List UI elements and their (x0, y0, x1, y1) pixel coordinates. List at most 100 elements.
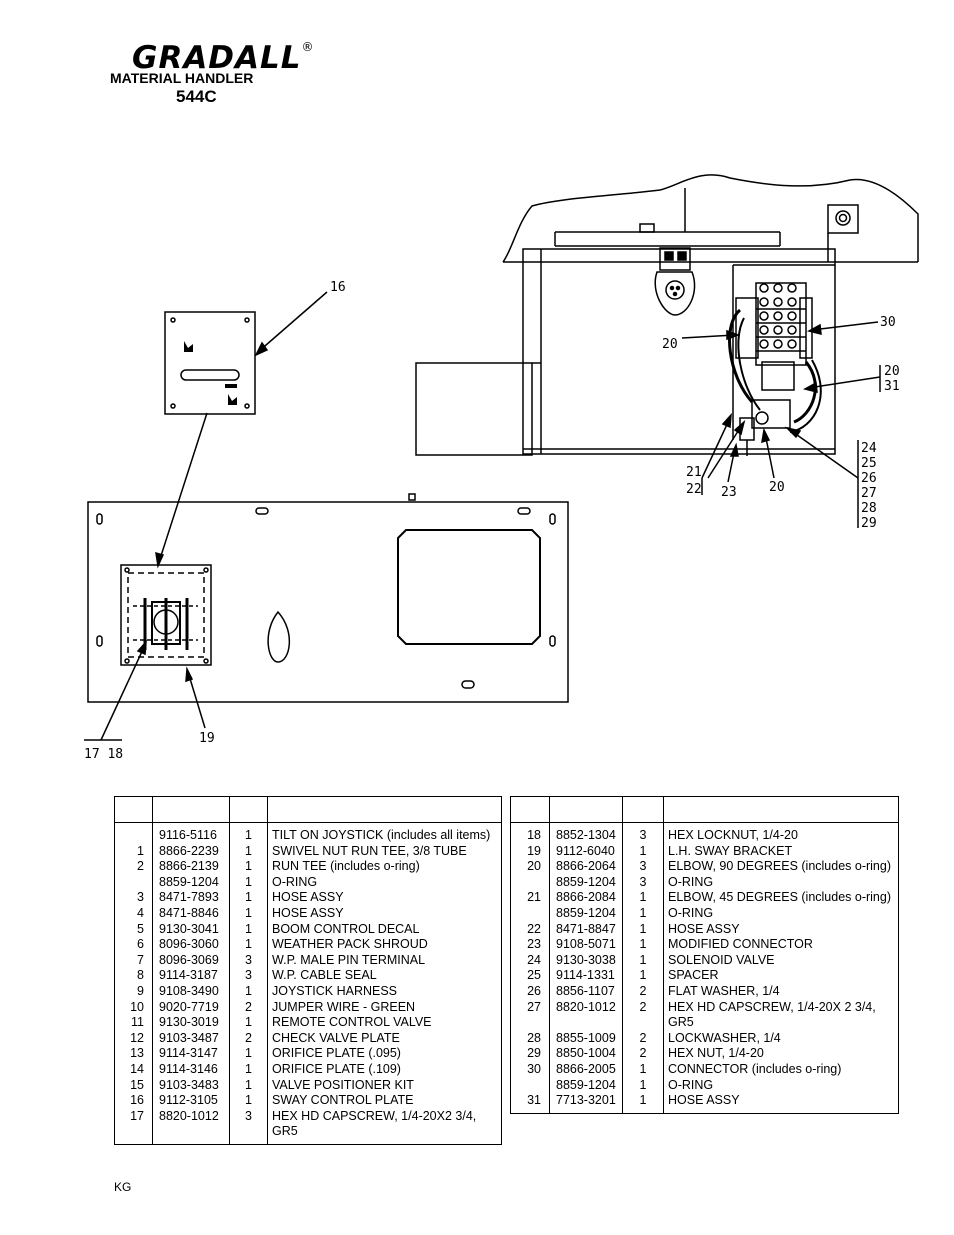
description: JUMPER WIRE - GREEN (267, 999, 502, 1016)
footer-code: KG (114, 1180, 132, 1194)
part-number: 9114-1331 (549, 968, 623, 984)
quantity: 2 (622, 999, 664, 1031)
callout-30: 30 (880, 315, 896, 330)
item-number: 15 (114, 1077, 153, 1094)
description: O-RING (663, 905, 899, 922)
sway-control-plate-drawing (164, 311, 256, 415)
control-panel-drawing (87, 493, 569, 703)
description: FLAT WASHER, 1/4 (663, 983, 899, 1000)
quantity: 1 (622, 968, 664, 984)
part-number: 8866-2064 (549, 859, 623, 875)
item-number: 14 (114, 1061, 153, 1078)
item-number: 28 (510, 1030, 550, 1047)
quantity: 1 (229, 905, 268, 922)
item-number: 11 (114, 1015, 153, 1031)
item-number: 12 (114, 1030, 153, 1047)
quantity: 1 (622, 890, 664, 906)
item-number (114, 822, 153, 844)
callout-29: 29 (861, 516, 877, 531)
description: SOLENOID VALVE (663, 952, 899, 969)
description: HEX HD CAPSCREW, 1/4-20X2 3/4, GR5 (267, 1108, 502, 1145)
part-number: 8820-1012 (549, 999, 623, 1031)
quantity: 1 (622, 921, 664, 938)
callout-labels: 16 30 20 20 31 24 25 26 27 28 29 21 22 2… (84, 280, 900, 762)
leader-lines (84, 291, 881, 741)
part-number: 9112-3105 (152, 1093, 230, 1109)
part-number: 8820-1012 (152, 1108, 230, 1145)
part-number: 8866-2139 (152, 859, 230, 875)
description: O-RING (663, 1077, 899, 1094)
part-number: 8471-8846 (152, 905, 230, 922)
quantity: 1 (622, 952, 664, 969)
quantity: 1 (229, 843, 268, 860)
part-number: 8859-1204 (152, 874, 230, 891)
description: HEX HD CAPSCREW, 1/4-20X 2 3/4, GR5 (663, 999, 899, 1031)
quantity: 1 (229, 1061, 268, 1078)
item-number: 22 (510, 921, 550, 938)
part-number: 9103-3483 (152, 1077, 230, 1094)
description: ORIFICE PLATE (.095) (267, 1046, 502, 1062)
callout-31: 31 (884, 379, 900, 394)
quantity: 1 (622, 1061, 664, 1078)
quantity: 1 (229, 1077, 268, 1094)
part-number: 8850-1004 (549, 1046, 623, 1062)
item-number: 29 (510, 1046, 550, 1062)
quantity: 3 (229, 968, 268, 984)
product-line: MATERIAL HANDLER (110, 70, 254, 86)
part-number: 9103-3487 (152, 1030, 230, 1047)
item-number: 25 (510, 968, 550, 984)
description: TILT ON JOYSTICK (includes all items) (267, 822, 502, 844)
description: WEATHER PACK SHROUD (267, 937, 502, 953)
description: HOSE ASSY (663, 1093, 899, 1114)
part-number: 8471-8847 (549, 921, 623, 938)
part-number: 9108-5071 (549, 937, 623, 953)
description: LOCKWASHER, 1/4 (663, 1030, 899, 1047)
description: BOOM CONTROL DECAL (267, 921, 502, 938)
item-number: 31 (510, 1093, 550, 1114)
description: HOSE ASSY (267, 905, 502, 922)
callout-26: 26 (861, 471, 877, 486)
item-number (510, 905, 550, 922)
quantity: 3 (622, 859, 664, 875)
item-number: 16 (114, 1093, 153, 1109)
callout-27: 27 (861, 486, 877, 501)
part-number: 9130-3019 (152, 1015, 230, 1031)
item-number: 19 (510, 843, 550, 860)
quantity: 1 (229, 921, 268, 938)
description: CONNECTOR (includes o-ring) (663, 1061, 899, 1078)
description: CHECK VALVE PLATE (267, 1030, 502, 1047)
item-number: 10 (114, 999, 153, 1016)
part-number: 8855-1009 (549, 1030, 623, 1047)
item-number (510, 874, 550, 891)
item-number: 2 (114, 859, 153, 875)
part-number: 9130-3041 (152, 921, 230, 938)
item-number: 20 (510, 859, 550, 875)
part-number: 9116-5116 (152, 822, 230, 844)
part-number: 8096-3060 (152, 937, 230, 953)
parts-diagram: 16 30 20 20 31 24 25 26 27 28 29 21 22 2… (84, 174, 919, 762)
part-number: 9130-3038 (549, 952, 623, 969)
callout-25: 25 (861, 456, 877, 471)
part-number: 9108-3490 (152, 983, 230, 1000)
description: RUN TEE (includes o-ring) (267, 859, 502, 875)
brand-name: GRADALL® (132, 40, 315, 76)
part-number: 8852-1304 (549, 822, 623, 844)
quantity: 2 (229, 1030, 268, 1047)
item-number: 30 (510, 1061, 550, 1078)
